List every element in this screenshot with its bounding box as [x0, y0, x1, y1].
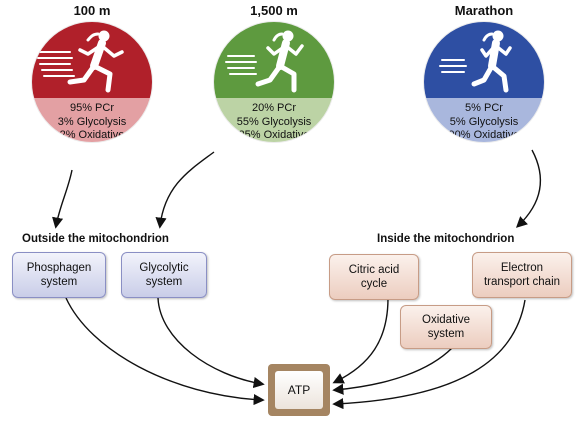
running-woman-icon	[225, 30, 304, 93]
electron-transport-chain-box: Electron transport chain	[472, 252, 572, 298]
glycolysis-percent: 3% Glycolysis	[57, 115, 127, 128]
glycolysis-percent: 55% Glycolysis	[236, 115, 312, 128]
arrow-electron-to-atp	[332, 299, 526, 410]
arrow-phosphagen-to-atp	[65, 297, 265, 406]
running-woman-icon	[439, 30, 512, 93]
oxidative-percent: 90% Oxidative	[448, 129, 520, 141]
glycolytic-system-box: Glycolytic system	[121, 252, 207, 298]
atp-label: ATP	[275, 371, 323, 409]
section-label-outside: Outside the mitochondrion	[22, 233, 169, 245]
arrow-marathon-to-inside	[515, 149, 542, 228]
pcr-percent: 95% PCr	[69, 102, 115, 114]
oxidative-system-box: Oxidative system	[400, 305, 492, 349]
race-title-100m: 100 m	[73, 3, 111, 18]
phosphagen-system-box: Phosphagen system	[12, 252, 106, 298]
race-circle-1500m: 20% PCr 55% Glycolysis 25% Oxidative	[214, 22, 334, 142]
atp-box: ATP	[268, 364, 330, 416]
energy-breakdown-1500m: 20% PCr 55% Glycolysis 25% Oxidative	[214, 102, 334, 142]
arrow-1500m-to-outside	[155, 151, 215, 229]
race-circle-100m: 95% PCr 3% Glycolysis 2% Oxidative	[32, 22, 152, 142]
glycolysis-percent: 5% Glycolysis	[449, 115, 519, 128]
energy-breakdown-marathon: 5% PCr 5% Glycolysis 90% Oxidative	[424, 102, 544, 142]
citric-acid-cycle-box: Citric acid cycle	[329, 254, 419, 300]
oxidative-percent: 25% Oxidative	[238, 129, 310, 141]
pcr-percent: 5% PCr	[465, 102, 503, 114]
arrow-glycolytic-to-atp	[157, 297, 265, 389]
pcr-percent: 20% PCr	[251, 102, 297, 114]
oxidative-percent: 2% Oxidative	[59, 129, 125, 141]
energy-breakdown-100m: 95% PCr 3% Glycolysis 2% Oxidative	[32, 102, 152, 142]
race-circle-marathon: 5% PCr 5% Glycolysis 90% Oxidative	[424, 22, 544, 142]
race-title-marathon: Marathon	[454, 3, 514, 18]
arrow-100m-to-outside	[52, 169, 73, 229]
race-title-1500m: 1,500 m	[250, 3, 298, 18]
section-label-inside: Inside the mitochondrion	[377, 233, 515, 245]
arrow-citric-to-atp	[332, 297, 389, 384]
arrow-oxidative-to-atp	[332, 347, 453, 395]
running-woman-icon	[37, 30, 124, 93]
